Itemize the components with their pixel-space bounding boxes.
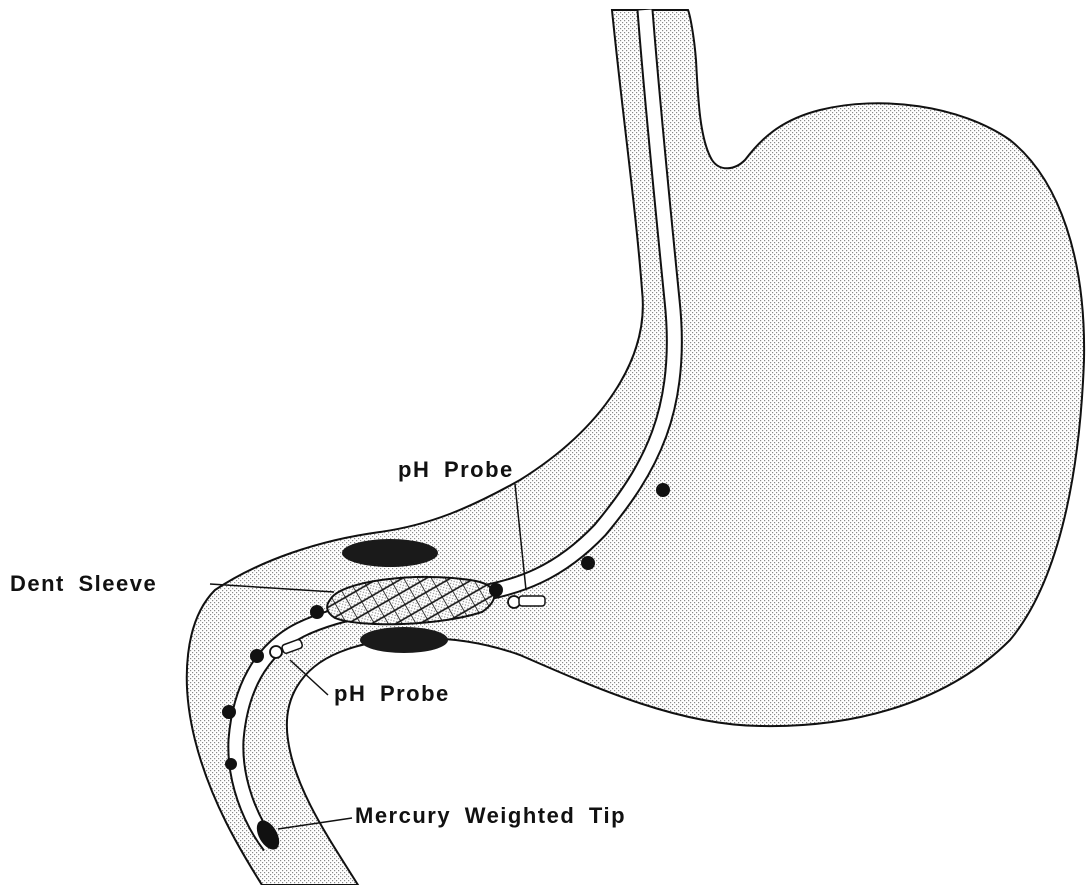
label-mercury-weighted-tip: Mercury Weighted Tip bbox=[355, 805, 626, 827]
ph-probe-tip-upper bbox=[508, 596, 520, 608]
label-ph-probe-upper: pH Probe bbox=[398, 459, 514, 481]
ph-probe-tip-lower bbox=[270, 646, 282, 658]
sensor-dot bbox=[656, 483, 670, 497]
label-dent-sleeve: Dent Sleeve bbox=[10, 573, 157, 595]
sphincter-upper bbox=[342, 539, 438, 567]
sensor-dot bbox=[222, 705, 236, 719]
ph-probe-capsule-upper bbox=[519, 596, 545, 606]
stomach-body bbox=[187, 10, 1084, 885]
sphincter-lower bbox=[360, 627, 448, 653]
sensor-dot bbox=[225, 758, 237, 770]
sensor-dot bbox=[489, 583, 503, 597]
sensor-dot bbox=[310, 605, 324, 619]
label-ph-probe-lower: pH Probe bbox=[334, 683, 450, 705]
sensor-dot bbox=[581, 556, 595, 570]
sensor-dot bbox=[250, 649, 264, 663]
